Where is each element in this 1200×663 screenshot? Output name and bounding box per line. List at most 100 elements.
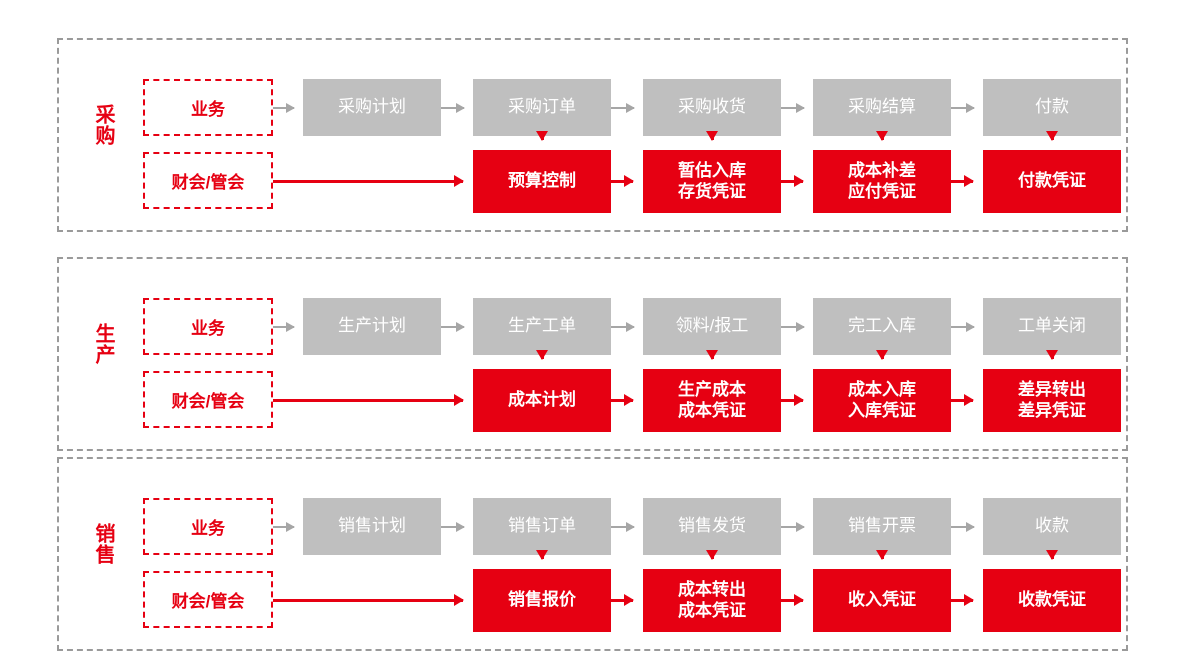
finance-step-line1: 销售报价 <box>508 590 576 610</box>
finance-step-sales-3[interactable]: 收入凭证 <box>813 569 951 632</box>
arrow-business-sales-3 <box>781 521 805 532</box>
arrow-down-purchase-2 <box>706 131 718 141</box>
business-step-sales-3[interactable]: 销售发货 <box>643 498 781 555</box>
arrow-down-sales-1 <box>536 550 548 560</box>
business-step-produce-1[interactable]: 生产计划 <box>303 298 441 355</box>
business-step-purchase-3[interactable]: 采购收货 <box>643 79 781 136</box>
finance-step-line2: 入库凭证 <box>848 400 916 420</box>
business-step-label: 工单关闭 <box>1018 316 1086 336</box>
business-step-produce-4[interactable]: 完工入库 <box>813 298 951 355</box>
arrow-down-sales-2 <box>706 550 718 560</box>
arrow-down-produce-3 <box>876 350 888 360</box>
arrow-finance-purchase-3 <box>951 175 974 187</box>
business-step-label: 生产工单 <box>508 316 576 336</box>
arrow-lane-to-voucher1-sales <box>273 594 464 606</box>
finance-step-line1: 成本入库 <box>848 380 916 400</box>
section-title-sales: 销售 <box>92 523 114 565</box>
finance-step-sales-2[interactable]: 成本转出成本凭证 <box>643 569 781 632</box>
finance-step-line1: 成本转出 <box>678 580 746 600</box>
arrow-business-purchase-4 <box>951 102 975 113</box>
business-step-sales-4[interactable]: 销售开票 <box>813 498 951 555</box>
arrow-business-produce-4 <box>951 321 975 332</box>
business-step-label: 完工入库 <box>848 316 916 336</box>
arrow-finance-sales-3 <box>951 594 974 606</box>
business-step-purchase-1[interactable]: 采购计划 <box>303 79 441 136</box>
arrow-finance-produce-2 <box>781 394 804 406</box>
business-step-label: 采购计划 <box>338 97 406 117</box>
business-step-label: 收款 <box>1035 516 1069 536</box>
business-step-produce-3[interactable]: 领料/报工 <box>643 298 781 355</box>
arrow-business-sales-1 <box>441 521 465 532</box>
finance-step-line2: 存货凭证 <box>678 181 746 201</box>
section-title-produce: 生产 <box>92 323 114 365</box>
arrow-business-purchase-3 <box>781 102 805 113</box>
lane-label-business-purchase: 业务 <box>143 79 273 136</box>
arrow-lane-to-step1-sales <box>273 521 295 532</box>
business-step-sales-5[interactable]: 收款 <box>983 498 1121 555</box>
finance-step-line1: 暂估入库 <box>678 161 746 181</box>
arrow-business-sales-4 <box>951 521 975 532</box>
arrow-down-produce-1 <box>536 350 548 360</box>
finance-step-purchase-1[interactable]: 预算控制 <box>473 150 611 213</box>
business-step-purchase-4[interactable]: 采购结算 <box>813 79 951 136</box>
finance-step-line1: 收入凭证 <box>848 590 916 610</box>
business-step-label: 采购收货 <box>678 97 746 117</box>
arrow-finance-sales-1 <box>611 594 634 606</box>
business-step-purchase-5[interactable]: 付款 <box>983 79 1121 136</box>
arrow-finance-purchase-1 <box>611 175 634 187</box>
business-step-produce-2[interactable]: 生产工单 <box>473 298 611 355</box>
arrow-finance-produce-3 <box>951 394 974 406</box>
arrow-finance-purchase-2 <box>781 175 804 187</box>
arrow-business-sales-2 <box>611 521 635 532</box>
lane-label-business-produce: 业务 <box>143 298 273 355</box>
section-container-sales <box>57 457 1128 651</box>
arrow-lane-to-voucher1-purchase <box>273 175 464 187</box>
finance-step-line2: 应付凭证 <box>848 181 916 201</box>
business-step-label: 生产计划 <box>338 316 406 336</box>
finance-step-produce-3[interactable]: 成本入库入库凭证 <box>813 369 951 432</box>
arrow-down-sales-4 <box>1046 550 1058 560</box>
arrow-down-produce-4 <box>1046 350 1058 360</box>
finance-step-line1: 收款凭证 <box>1018 590 1086 610</box>
finance-step-line1: 差异转出 <box>1018 380 1086 400</box>
business-step-produce-5[interactable]: 工单关闭 <box>983 298 1121 355</box>
business-step-label: 领料/报工 <box>675 316 749 336</box>
arrow-finance-produce-1 <box>611 394 634 406</box>
lane-label-finance-produce: 财会/管会 <box>143 371 273 428</box>
finance-step-line2: 成本凭证 <box>678 600 746 620</box>
arrow-business-purchase-1 <box>441 102 465 113</box>
arrow-lane-to-step1-produce <box>273 321 295 332</box>
arrow-down-purchase-1 <box>536 131 548 141</box>
business-step-sales-2[interactable]: 销售订单 <box>473 498 611 555</box>
business-step-label: 销售订单 <box>508 516 576 536</box>
arrow-down-purchase-4 <box>1046 131 1058 141</box>
business-step-label: 销售计划 <box>338 516 406 536</box>
arrow-business-produce-3 <box>781 321 805 332</box>
finance-step-purchase-4[interactable]: 付款凭证 <box>983 150 1121 213</box>
arrow-down-produce-2 <box>706 350 718 360</box>
business-step-label: 销售开票 <box>848 516 916 536</box>
finance-step-produce-1[interactable]: 成本计划 <box>473 369 611 432</box>
business-step-label: 采购结算 <box>848 97 916 117</box>
finance-step-produce-4[interactable]: 差异转出差异凭证 <box>983 369 1121 432</box>
section-container-purchase <box>57 38 1128 232</box>
finance-step-sales-4[interactable]: 收款凭证 <box>983 569 1121 632</box>
arrow-lane-to-step1-purchase <box>273 102 295 113</box>
finance-step-line1: 成本计划 <box>508 390 576 410</box>
arrow-business-produce-2 <box>611 321 635 332</box>
business-step-sales-1[interactable]: 销售计划 <box>303 498 441 555</box>
finance-step-line2: 差异凭证 <box>1018 400 1086 420</box>
finance-step-purchase-2[interactable]: 暂估入库存货凭证 <box>643 150 781 213</box>
finance-step-produce-2[interactable]: 生产成本成本凭证 <box>643 369 781 432</box>
section-title-purchase: 采购 <box>92 104 114 146</box>
finance-step-purchase-3[interactable]: 成本补差应付凭证 <box>813 150 951 213</box>
finance-step-line2: 成本凭证 <box>678 400 746 420</box>
finance-step-line1: 生产成本 <box>678 380 746 400</box>
section-container-produce <box>57 257 1128 451</box>
lane-label-finance-purchase: 财会/管会 <box>143 152 273 209</box>
finance-step-sales-1[interactable]: 销售报价 <box>473 569 611 632</box>
business-step-purchase-2[interactable]: 采购订单 <box>473 79 611 136</box>
lane-label-business-sales: 业务 <box>143 498 273 555</box>
finance-step-line1: 付款凭证 <box>1018 171 1086 191</box>
